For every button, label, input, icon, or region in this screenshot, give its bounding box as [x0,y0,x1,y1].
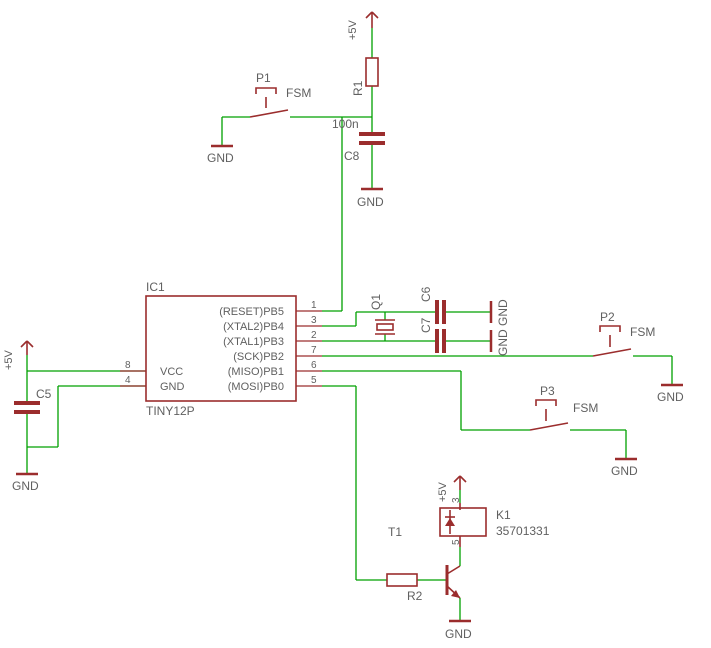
ic1-pin-num-7: 7 [311,345,317,356]
c8-label: C8 [344,149,360,163]
transistor-t1: T1 [388,525,461,599]
p1-value: FSM [286,86,311,100]
crystal-q1: Q1 [369,294,395,335]
gnd-label-p2: GND [657,390,684,404]
c6-label: C6 [419,286,433,302]
gnd-symbol-p2: GND [657,383,684,404]
gnd-label-c6: GND [496,299,510,326]
ic1-pin-name-pb0: (MOSI)PB0 [228,381,284,393]
k1-pin-5: 5 [451,539,462,545]
resistor-r2: R2 [386,573,423,603]
switch-p3: P3 FSM [529,384,598,431]
gnd-label-t1: GND [445,627,472,641]
vcc-label-top: +5V [347,19,359,40]
gnd-symbol-c5: GND [12,472,39,493]
c8-value: 100n [332,117,359,131]
vcc-label-left: +5V [3,349,15,370]
q1-label: Q1 [369,294,383,310]
ic1-pin-name-pb4: (XTAL2)PB4 [223,321,284,333]
ic1-pin-num-3: 3 [311,315,317,326]
c7-label: C7 [419,317,433,333]
ic1: IC1 TINY12P (RESET)PB5 (XTAL2)PB4 (XTAL1… [120,280,322,418]
vcc-symbol-left: +5V [3,340,34,370]
wires [26,28,673,620]
ic1-pin-name-pb2: (SCK)PB2 [233,351,284,363]
ic1-pin-name-gnd: GND [160,381,185,393]
ic1-right-pins: (RESET)PB5 (XTAL2)PB4 (XTAL1)PB3 (SCK)PB… [219,300,322,393]
t1-label: T1 [388,525,402,539]
ic1-pin-num-6: 6 [311,360,317,371]
gnd-label-c7: GND [496,329,510,356]
gnd-symbol-t1: GND [445,619,472,641]
ic1-pin-num-4: 4 [125,375,131,386]
switch-p1: P1 FSM [249,71,311,118]
capacitor-c8: 100n C8 [332,117,385,163]
relay-k1: +5V 3 5 K1 35701331 [437,475,550,547]
p3-value: FSM [573,401,598,415]
vcc-symbol-top: +5V [347,11,379,40]
vcc-label-relay: +5V [437,481,449,502]
ic1-pin-num-5: 5 [311,375,317,386]
p2-value: FSM [630,325,655,339]
gnd-symbol-c7: GND [489,329,510,356]
capacitor-c7: C7 [419,317,446,353]
k1-pin-3: 3 [451,497,462,503]
c5-label: C5 [36,387,52,401]
ic1-pin-name-pb1: (MISO)PB1 [228,366,284,378]
resistor-r1: R1 [351,57,379,96]
p2-label: P2 [600,310,615,324]
gnd-label-c8: GND [357,195,384,209]
ic1-pin-num-2: 2 [311,330,317,341]
gnd-symbol-c6: GND [489,299,510,326]
capacitor-c5: C5 [14,387,52,414]
p1-label: P1 [256,71,271,85]
r2-label: R2 [407,589,423,603]
gnd-label-p3: GND [611,464,638,478]
r1-label: R1 [351,80,365,96]
ic1-pin-name-pb3: (XTAL1)PB3 [223,336,284,348]
ic1-pin-name-pb5: (RESET)PB5 [219,306,284,318]
ic1-pin-num-1: 1 [311,300,317,311]
p3-label: P3 [540,384,555,398]
gnd-label-p1: GND [207,151,234,165]
gnd-symbol-p1: GND [207,144,234,165]
ic1-left-pins: VCC GND 8 4 [120,360,185,393]
gnd-symbol-c8: GND [357,187,384,209]
gnd-symbol-p3: GND [611,457,638,478]
k1-label: K1 [496,508,511,522]
ic1-pin-num-8: 8 [125,360,131,371]
ic1-pin-name-vcc: VCC [160,366,183,378]
switch-p2: P2 FSM [592,310,655,357]
capacitor-c6: C6 [419,286,446,324]
ic1-ref: IC1 [146,280,165,294]
k1-value: 35701331 [496,524,550,538]
gnd-label-c5: GND [12,479,39,493]
ic1-value: TINY12P [146,404,195,418]
